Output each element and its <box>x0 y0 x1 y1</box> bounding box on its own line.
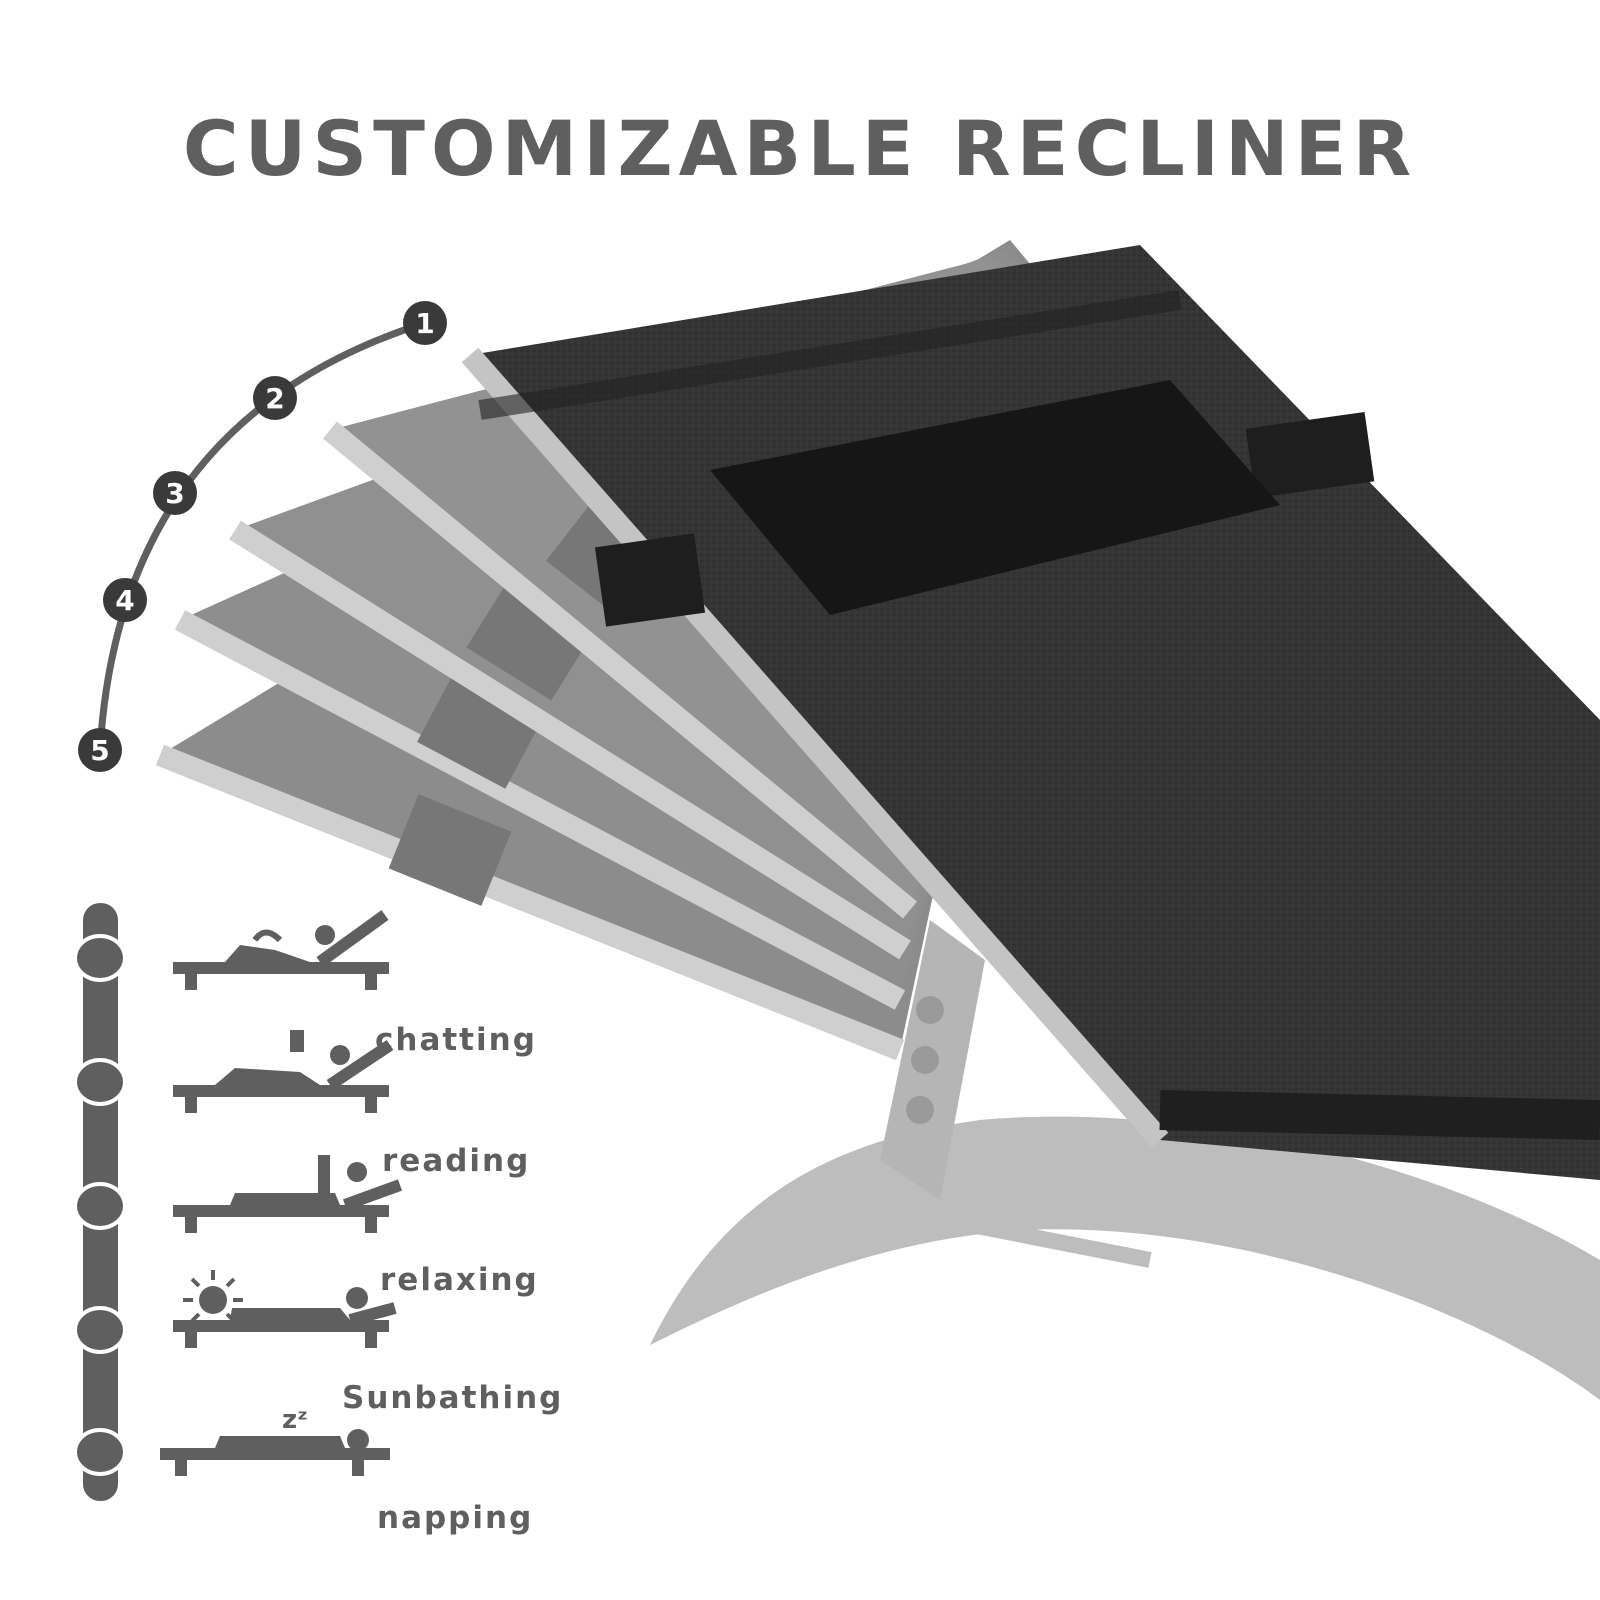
reading-lounger-icon <box>173 1030 394 1113</box>
sleep-zzz-icon: zᶻ <box>282 1405 308 1435</box>
position-markers: 1 2 3 4 5 <box>78 301 447 772</box>
position-number: 4 <box>115 584 134 617</box>
napping-lounger-icon <box>160 1429 390 1476</box>
main-backrest-position-1 <box>461 245 1600 1180</box>
position-number: 1 <box>415 307 434 340</box>
position-number: 5 <box>90 734 109 767</box>
position-marker-1: 1 <box>403 301 447 345</box>
mode-label-sunbathing: Sunbathing <box>342 1380 564 1416</box>
position-number: 2 <box>265 382 284 415</box>
mode-scale-dot <box>73 1058 127 1106</box>
position-number: 3 <box>165 477 184 510</box>
lounger-frame <box>650 920 1600 1400</box>
mode-scale-dot <box>73 1306 127 1354</box>
mode-scale-bar <box>73 903 127 1501</box>
mode-scale-dot <box>73 1182 127 1230</box>
mode-scale-dot <box>73 934 127 982</box>
position-marker-2: 2 <box>253 376 297 420</box>
chatting-lounger-icon <box>173 910 389 990</box>
sunbathing-lounger-icon <box>173 1287 397 1348</box>
page-title: CUSTOMIZABLE RECLINER <box>182 104 1418 193</box>
headrest-pillow <box>710 380 1280 615</box>
relaxing-lounger-icon <box>173 1155 403 1233</box>
position-marker-3: 3 <box>153 471 197 515</box>
position-marker-5: 5 <box>78 728 122 772</box>
position-marker-4: 4 <box>103 578 147 622</box>
mode-label-napping: napping <box>377 1500 534 1536</box>
mode-label-relaxing: relaxing <box>380 1262 539 1298</box>
mode-label-chatting: chatting <box>375 1022 537 1058</box>
sun-icon <box>183 1270 243 1330</box>
mode-scale-dot <box>73 1428 127 1476</box>
mode-label-reading: reading <box>382 1143 531 1179</box>
